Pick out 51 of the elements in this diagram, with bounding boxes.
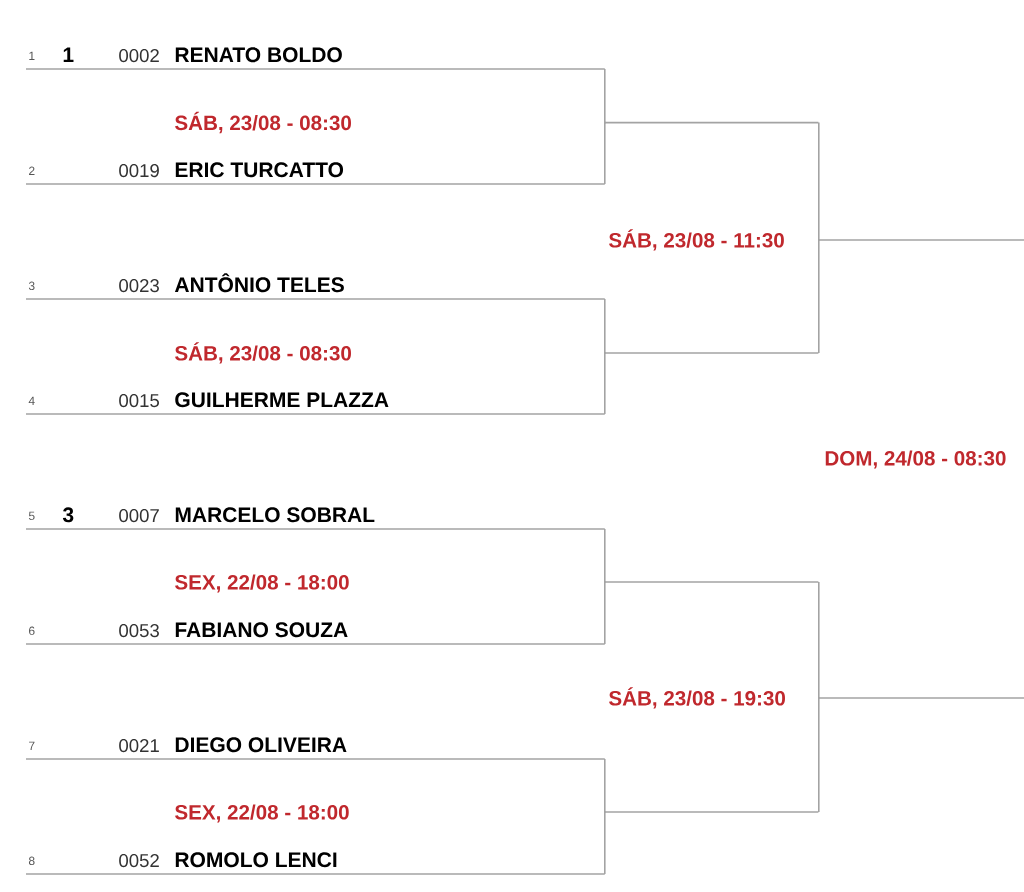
player-name: GUILHERME PLAZZA [175, 392, 389, 408]
player-code: 0052 [119, 854, 159, 868]
player-name: MARCELO SOBRAL [175, 507, 375, 523]
bracket-line [603, 121, 606, 185]
bracket-line [603, 68, 606, 124]
slot-line [604, 121, 819, 124]
bracket-line [817, 121, 820, 241]
bracket-line [603, 528, 606, 583]
match-time: SEX, 22/08 - 18:00 [175, 574, 349, 593]
player-row [25, 273, 606, 300]
player-row [25, 162, 606, 185]
player-name: DIEGO OLIVEIRA [175, 737, 347, 753]
bracket-line [603, 811, 606, 875]
bracket-line [603, 298, 606, 354]
bracket-line [817, 581, 820, 699]
slot-line [818, 697, 1024, 699]
player-name: RENATO BOLDO [175, 47, 342, 63]
match-time: DOM, 24/08 - 08:30 [825, 450, 1006, 469]
player-row [25, 852, 606, 875]
player-code: 0053 [119, 624, 159, 638]
player-name: FABIANO SOUZA [175, 622, 348, 638]
match-time: SÁB, 23/08 - 11:30 [609, 229, 784, 251]
player-name: ERIC TURCATTO [175, 162, 344, 178]
seed-number: 1 [63, 47, 74, 62]
player-row [25, 392, 606, 415]
slot-line [818, 239, 1024, 241]
player-code: 0002 [119, 49, 159, 63]
player-code: 0021 [119, 739, 159, 753]
player-code: 0019 [119, 164, 159, 178]
match-time: SÁB, 23/08 - 19:30 [609, 687, 785, 709]
player-row [25, 737, 606, 760]
player-name: ROMOLO LENCI [175, 852, 337, 868]
bracket-line [817, 239, 820, 354]
player-row [25, 507, 606, 530]
player-code: 0015 [119, 394, 159, 408]
bracket-line [603, 581, 606, 645]
match-time: SÁB, 23/08 - 08:30 [175, 342, 351, 364]
player-name: ANTÔNIO TELES [174, 273, 344, 293]
seed-number: 3 [62, 507, 74, 523]
player-row [25, 622, 606, 645]
match-time: SEX, 22/08 - 18:00 [175, 804, 349, 823]
slot-line [604, 352, 819, 354]
player-code: 0023 [119, 279, 159, 293]
player-code: 0007 [119, 509, 159, 523]
match-time: SÁB, 23/08 - 08:30 [175, 111, 351, 134]
player-row [25, 47, 606, 70]
slot-line [604, 581, 819, 583]
bracket-line [603, 758, 606, 813]
bracket-line [603, 352, 606, 415]
slot-line [604, 811, 819, 813]
bracket-line [817, 697, 820, 813]
